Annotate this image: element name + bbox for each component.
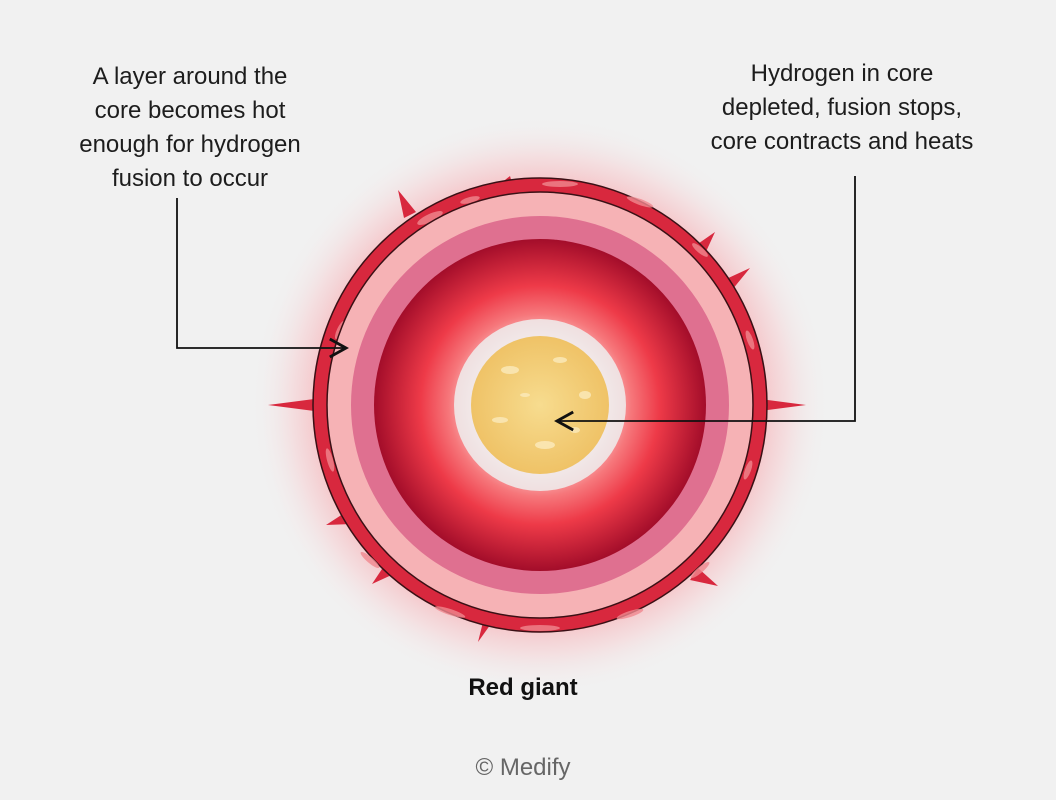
core-arrow bbox=[554, 176, 856, 432]
copyright-credit: © Medify bbox=[475, 754, 571, 781]
outer-layer-arrow bbox=[176, 198, 349, 359]
star-core bbox=[471, 336, 609, 474]
core-texture bbox=[492, 357, 591, 449]
diagram-caption: Red giant bbox=[468, 674, 578, 701]
core-label: Hydrogen in core depleted, fusion stops,… bbox=[710, 60, 974, 155]
outer-layer-label: A layer around the core becomes hot enou… bbox=[79, 63, 301, 192]
